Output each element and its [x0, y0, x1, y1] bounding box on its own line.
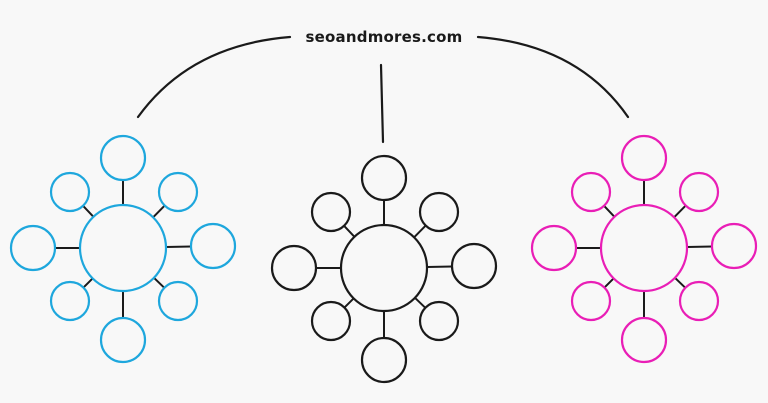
node-circle: [270, 244, 318, 292]
spoke-line: [414, 297, 427, 309]
spoke-line: [153, 277, 166, 289]
site-title: seoandmores.com: [305, 28, 463, 46]
node-circle: [530, 224, 578, 272]
node-circle: [49, 280, 91, 322]
node-circle: [678, 171, 720, 213]
node-circle: [99, 316, 147, 364]
spoke-line: [673, 204, 687, 219]
node-circle: [157, 171, 199, 213]
node-circle: [450, 242, 498, 290]
spoke-line: [603, 277, 615, 289]
arc-right: [476, 35, 630, 119]
hub-circle: [599, 203, 689, 293]
node-circle: [620, 134, 668, 182]
spoke-line: [82, 277, 94, 289]
spoke-line: [413, 224, 427, 239]
node-circle: [678, 280, 720, 322]
spoke-line: [165, 245, 192, 249]
node-circle: [9, 224, 57, 272]
node-circle: [189, 222, 237, 270]
node-circle: [99, 134, 147, 182]
node-circle: [418, 300, 460, 342]
spoke-line: [152, 204, 166, 219]
node-circle: [418, 191, 460, 233]
node-circle: [310, 191, 352, 233]
node-circle: [360, 336, 408, 384]
hub-circle: [78, 203, 168, 293]
spoke-line: [82, 205, 95, 218]
node-circle: [360, 154, 408, 202]
spoke-line: [343, 225, 356, 238]
node-circle: [570, 280, 612, 322]
left-cluster: [9, 134, 237, 364]
spoke-line: [603, 205, 616, 218]
spoke-line: [343, 297, 355, 309]
spoke-line: [426, 265, 453, 269]
arc-left: [136, 35, 292, 119]
hub-circle: [339, 223, 429, 313]
node-circle: [620, 316, 668, 364]
right-cluster: [530, 134, 758, 364]
node-circle: [157, 280, 199, 322]
node-circle: [570, 171, 612, 213]
node-circle: [49, 171, 91, 213]
center-cluster: [270, 154, 498, 384]
spoke-line: [686, 245, 713, 249]
node-circle: [710, 222, 758, 270]
spoke-line: [674, 277, 687, 289]
line-center: [379, 63, 385, 144]
node-circle: [310, 300, 352, 342]
